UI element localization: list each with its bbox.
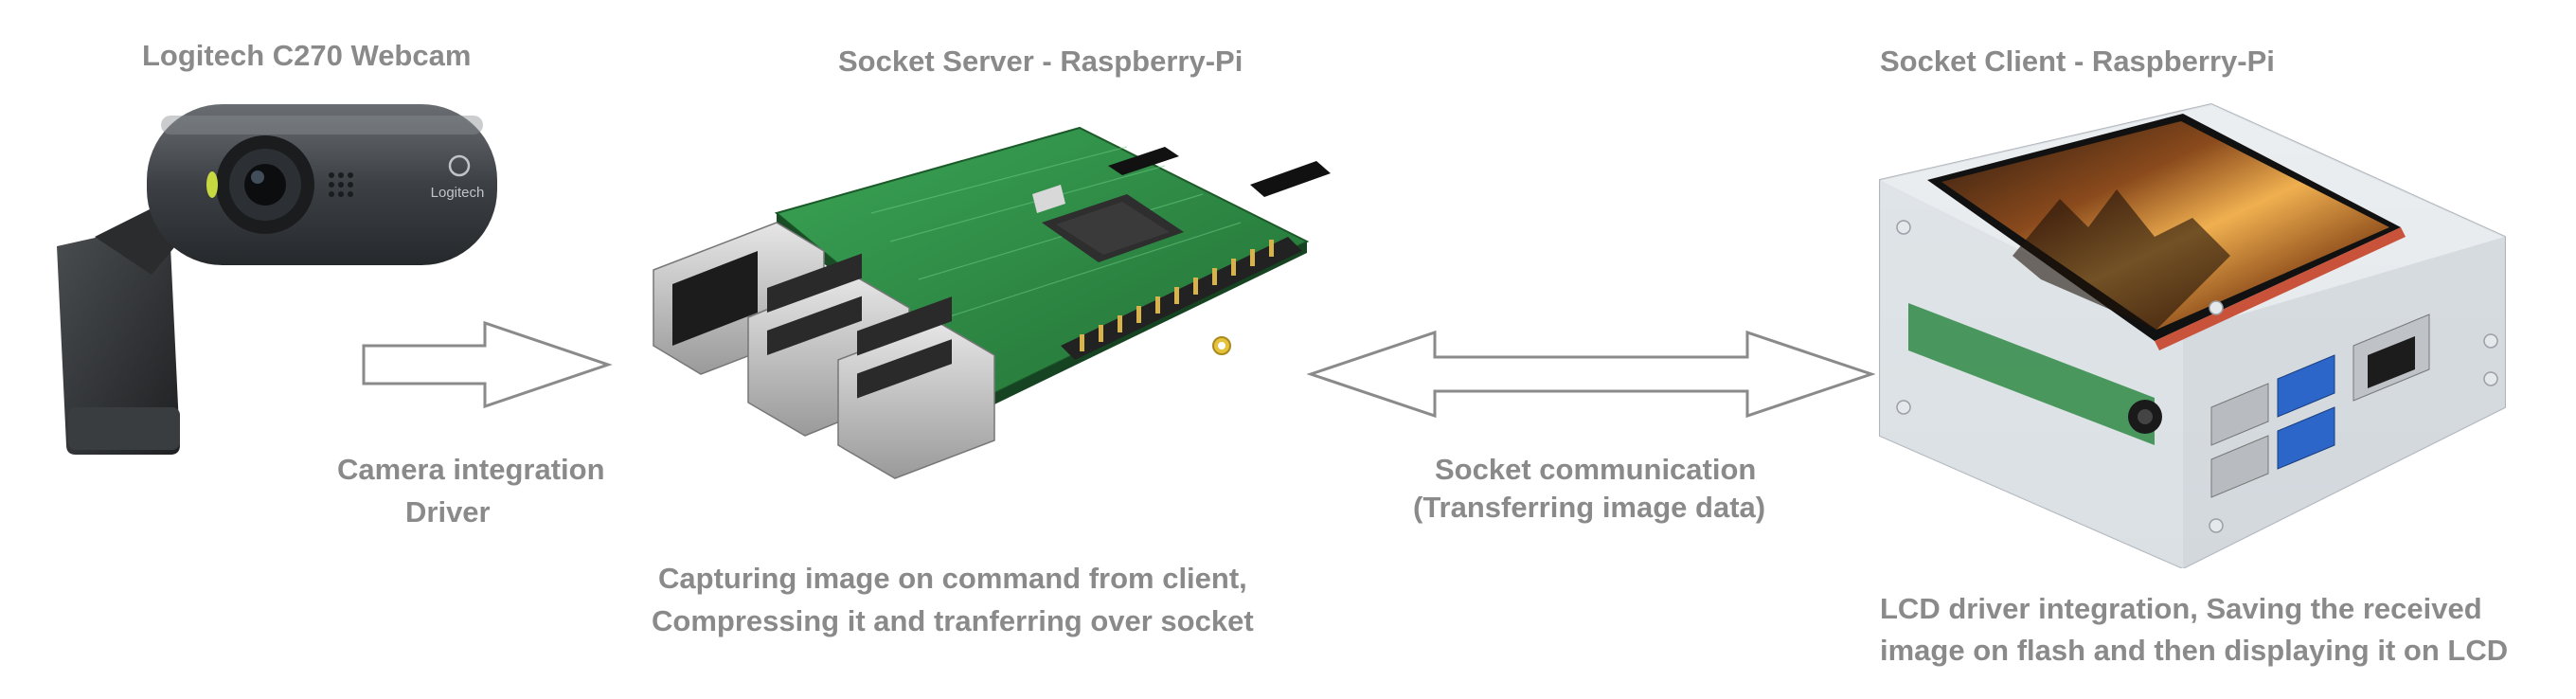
client-title: Socket Client - Raspberry-Pi (1880, 45, 2275, 78)
client-caption-line2: image on flash and then displaying it on… (1880, 634, 2509, 667)
camera-edge-label-line1: Camera integration (337, 453, 605, 486)
socket-edge-label-line1: Socket communication (1435, 453, 1757, 486)
client-caption-line1: LCD driver integration, Saving the recei… (1880, 592, 2482, 625)
server-caption-line2: Compressing it and tranferring over sock… (652, 604, 1254, 637)
server-raspberry-pi-image (653, 126, 1331, 479)
socket-edge-label-line2: (Transferring image data) (1413, 491, 1766, 524)
server-title: Socket Server - Raspberry-Pi (838, 45, 1243, 78)
client-raspberry-pi-lcd-image (1879, 102, 2506, 568)
server-caption-line1: Capturing image on command from client, (658, 562, 1247, 595)
camera-to-server-arrow (362, 320, 613, 409)
server-client-bidirectional-arrow (1307, 330, 1875, 419)
webcam-brand-text: Logitech (431, 185, 485, 201)
webcam-image: Logitech (57, 104, 497, 455)
camera-edge-label-line2: Driver (405, 495, 491, 529)
webcam-title: Logitech C270 Webcam (142, 39, 472, 72)
